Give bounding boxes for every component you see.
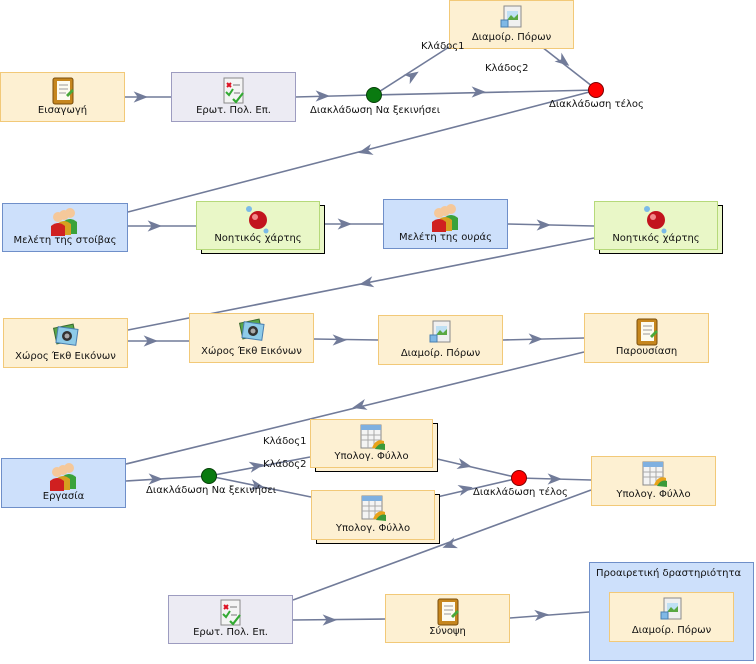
activity-mindmap-1[interactable]: Νοητικός χάρτης (196, 201, 320, 250)
bubbles-icon (246, 206, 269, 234)
activity-label: Διαμοίρ. Πόρων (471, 32, 552, 43)
activity-group-study-1[interactable]: Μελέτη της στοίβας (2, 203, 128, 252)
photo-stack-icon (238, 318, 265, 341)
activity-label: Σύνοψη (429, 626, 466, 637)
activity-label: Διαμοίρ. Πόρων (400, 348, 481, 359)
activity-label: Εργασία (42, 491, 85, 502)
activity-label: Χώρος Έκθ Εικόνων (201, 346, 302, 357)
activity-spreadsheet-2[interactable]: Υπολογ. Φύλλο (311, 490, 435, 540)
photo-stack-icon (52, 323, 79, 346)
photo-document-icon (500, 5, 521, 28)
activity-label: Νοητικός χάρτης (214, 233, 302, 244)
activity-label: Μελέτη της στοίβας (13, 235, 117, 246)
optional-activity-container[interactable]: Προαιρετική δραστηριότητα Διαμοίρ. Πόρων (589, 562, 754, 661)
activity-label: Νοητικός χάρτης (612, 233, 700, 244)
branch-start-label-2: Διακλάδωση Να ξεκινήσει (146, 485, 277, 496)
checklist-icon (220, 599, 241, 626)
activity-label: Υπολογ. Φύλλο (616, 489, 691, 500)
activity-label: Παρουσίαση (615, 346, 678, 357)
activity-gallery-1[interactable]: Χώρος Έκθ Εικόνων (3, 318, 128, 368)
bubbles-icon (644, 206, 667, 234)
branch-label-1a: Κλάδος1 (421, 41, 465, 52)
checklist-icon (223, 77, 244, 104)
branch-start-node-2[interactable] (201, 468, 217, 484)
spreadsheet-icon (361, 495, 386, 521)
spreadsheet-icon (642, 461, 667, 487)
activity-spreadsheet-1[interactable]: Υπολογ. Φύλλο (310, 419, 433, 468)
people-icon (51, 208, 77, 236)
branch-end-node-1[interactable] (588, 82, 604, 98)
activity-label: Υπολογ. Φύλλο (335, 523, 411, 534)
activity-label: Χώρος Έκθ Εικόνων (15, 351, 116, 362)
notebook-icon (636, 318, 658, 346)
branch-end-label-1: Διακλάδωση τέλος (549, 99, 644, 110)
optional-activity-title: Προαιρετική δραστηριότητα (596, 568, 742, 579)
branch-label-2a: Κλάδος1 (263, 436, 307, 447)
activity-label: Υπολογ. Φύλλο (334, 451, 409, 462)
notebook-icon (437, 598, 459, 626)
people-icon (431, 204, 458, 232)
activity-quiz-2[interactable]: Ερωτ. Πολ. Επ. (168, 595, 293, 644)
notebook-icon (52, 77, 74, 105)
branch-end-label-2: Διακλάδωση τέλος (473, 487, 568, 498)
activity-resource-1[interactable]: Διαμοίρ. Πόρων (449, 0, 574, 49)
activity-intro[interactable]: Εισαγωγή (0, 72, 125, 122)
photo-document-icon (660, 597, 681, 620)
branch-start-node-1[interactable] (366, 87, 382, 103)
branch-start-label-1: Διακλάδωση Να ξεκινήσει (310, 105, 441, 116)
photo-document-icon (429, 320, 450, 343)
branch-nodes (201, 82, 604, 486)
branch-end-node-2[interactable] (511, 470, 527, 486)
activity-group-work[interactable]: Εργασία (1, 458, 126, 508)
branch-label-1b: Κλάδος2 (485, 63, 529, 74)
branch-label-2b: Κλάδος2 (263, 459, 307, 470)
activity-label: Ερωτ. Πολ. Επ. (193, 627, 268, 638)
activity-summary[interactable]: Σύνοψη (385, 594, 510, 643)
activity-label: Ερωτ. Πολ. Επ. (196, 105, 271, 116)
activity-label: Μελέτη της ουράς (398, 232, 492, 243)
activity-resource-2[interactable]: Διαμοίρ. Πόρων (378, 315, 503, 365)
activity-presentation[interactable]: Παρουσίαση (584, 313, 709, 363)
activity-label: Διαμοίρ. Πόρων (631, 625, 712, 636)
activity-resource-3[interactable]: Διαμοίρ. Πόρων (609, 592, 734, 642)
activity-group-study-2[interactable]: Μελέτη της ουράς (383, 199, 508, 249)
spreadsheet-icon (360, 424, 385, 450)
activity-spreadsheet-3[interactable]: Υπολογ. Φύλλο (591, 456, 716, 506)
activity-quiz-1[interactable]: Ερωτ. Πολ. Επ. (171, 72, 296, 122)
activity-label: Εισαγωγή (37, 105, 88, 116)
people-icon (49, 463, 76, 491)
activity-gallery-2[interactable]: Χώρος Έκθ Εικόνων (189, 313, 314, 363)
activity-mindmap-2[interactable]: Νοητικός χάρτης (594, 201, 718, 250)
